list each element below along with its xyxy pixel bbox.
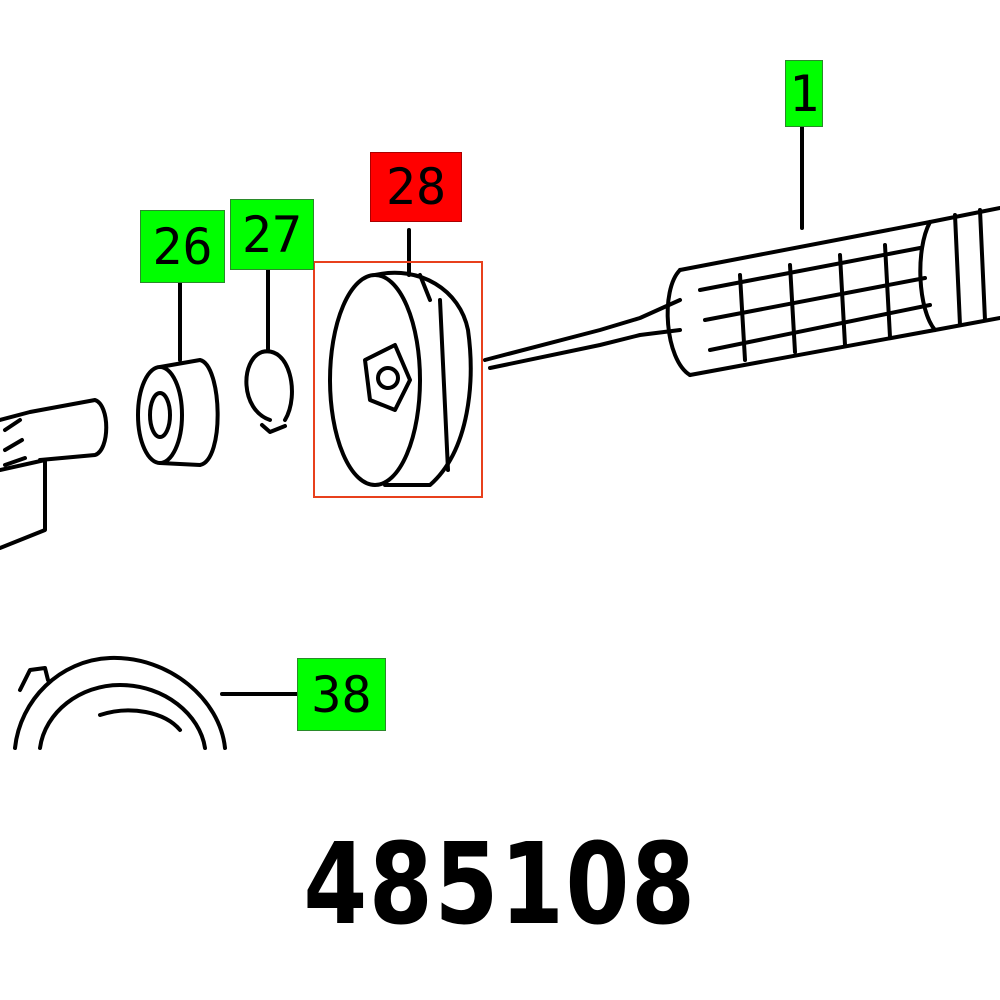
leader-lines	[178, 125, 804, 696]
fan-part	[328, 270, 473, 487]
gear-shaft-part	[0, 398, 109, 550]
circlip-part	[244, 349, 294, 434]
callout-28-selected[interactable]: 28	[370, 152, 462, 222]
callout-38[interactable]: 38	[297, 658, 386, 731]
housing-part	[13, 655, 227, 750]
part-number: 485108	[303, 820, 697, 950]
bearing-part	[136, 358, 220, 467]
callout-27[interactable]: 27	[230, 199, 314, 270]
callout-26[interactable]: 26	[140, 210, 225, 283]
armature-part	[483, 206, 1000, 377]
callout-1[interactable]: 1	[785, 60, 823, 127]
selected-part-highlight	[313, 261, 483, 498]
